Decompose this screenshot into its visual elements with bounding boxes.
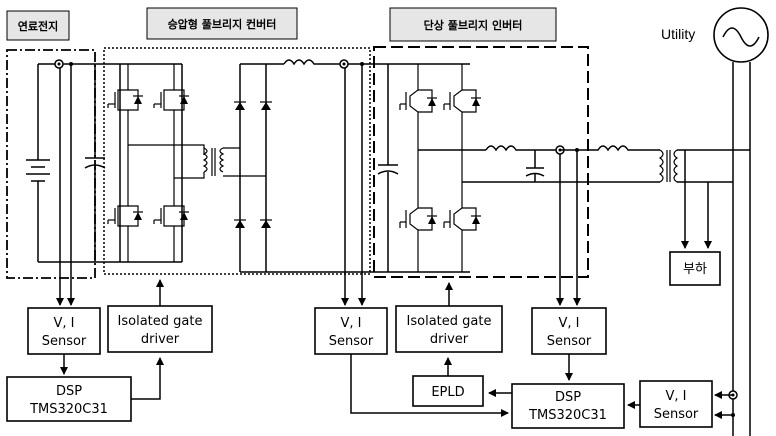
signal-arrows <box>60 279 640 417</box>
dsp-inverter: DSP TMS320C31 <box>511 383 625 429</box>
svg-text:Utility: Utility <box>661 26 695 42</box>
utility-source: Utility <box>661 7 769 436</box>
epld: EPLD <box>412 375 484 407</box>
gate-driver-converter: Isolated gate driver <box>107 305 213 353</box>
output-filter <box>485 145 660 306</box>
svg-text:승압형 풀브리지 컨버터: 승압형 풀브리지 컨버터 <box>168 17 277 31</box>
vi-sensor-dc-link: V, I Sensor <box>314 307 388 355</box>
svg-text:EPLD: EPLD <box>431 385 464 400</box>
vi-sensor-inverter-output: V, I Sensor <box>531 307 607 355</box>
svg-text:Isolated gate: Isolated gate <box>407 314 492 329</box>
dc-link <box>339 59 470 306</box>
svg-text:부하: 부하 <box>683 262 707 277</box>
dsp-converter: DSP TMS320C31 <box>6 376 132 422</box>
isolation-transformer <box>658 149 750 249</box>
svg-text:driver: driver <box>430 332 469 347</box>
fullbridge-converter-header: 승압형 풀브리지 컨버터 <box>146 7 298 40</box>
inverter-header: 단상 풀브리지 인버터 <box>389 7 557 42</box>
svg-text:Sensor: Sensor <box>654 407 699 422</box>
hf-transformer <box>202 147 266 177</box>
svg-text:Sensor: Sensor <box>547 334 592 349</box>
svg-text:V, I: V, I <box>559 316 580 331</box>
gate-driver-inverter: Isolated gate driver <box>395 305 503 353</box>
svg-text:연료전지: 연료전지 <box>18 19 58 33</box>
rectifier-bridge <box>233 59 370 273</box>
svg-text:TMS320C31: TMS320C31 <box>29 402 108 417</box>
svg-text:TMS320C31: TMS320C31 <box>528 408 607 423</box>
fuel-cell-header: 연료전지 <box>6 10 70 41</box>
inverter-bridge <box>399 63 660 272</box>
svg-text:V, I: V, I <box>341 316 362 331</box>
svg-text:Sensor: Sensor <box>329 334 374 349</box>
fuel-cell-region <box>6 49 96 279</box>
svg-text:driver: driver <box>141 332 180 347</box>
load-box: 부하 <box>669 251 721 286</box>
svg-text:Isolated gate: Isolated gate <box>118 314 203 329</box>
svg-text:Sensor: Sensor <box>42 334 87 349</box>
fuel-cell-source <box>26 59 120 263</box>
svg-text:DSP: DSP <box>56 384 82 399</box>
svg-text:V, I: V, I <box>666 389 687 404</box>
svg-text:V, I: V, I <box>54 316 75 331</box>
inverter-region <box>373 46 589 278</box>
svg-text:DSP: DSP <box>555 390 581 405</box>
vi-sensor-utility: V, I Sensor <box>639 380 713 428</box>
svg-text:단상 풀브리지 인버터: 단상 풀브리지 인버터 <box>424 18 523 32</box>
converter-primary-bridge <box>107 63 205 263</box>
vi-sensor-fuel-cell: V, I Sensor <box>27 307 101 355</box>
converter-region <box>103 47 371 275</box>
input-capacitor <box>84 64 106 262</box>
